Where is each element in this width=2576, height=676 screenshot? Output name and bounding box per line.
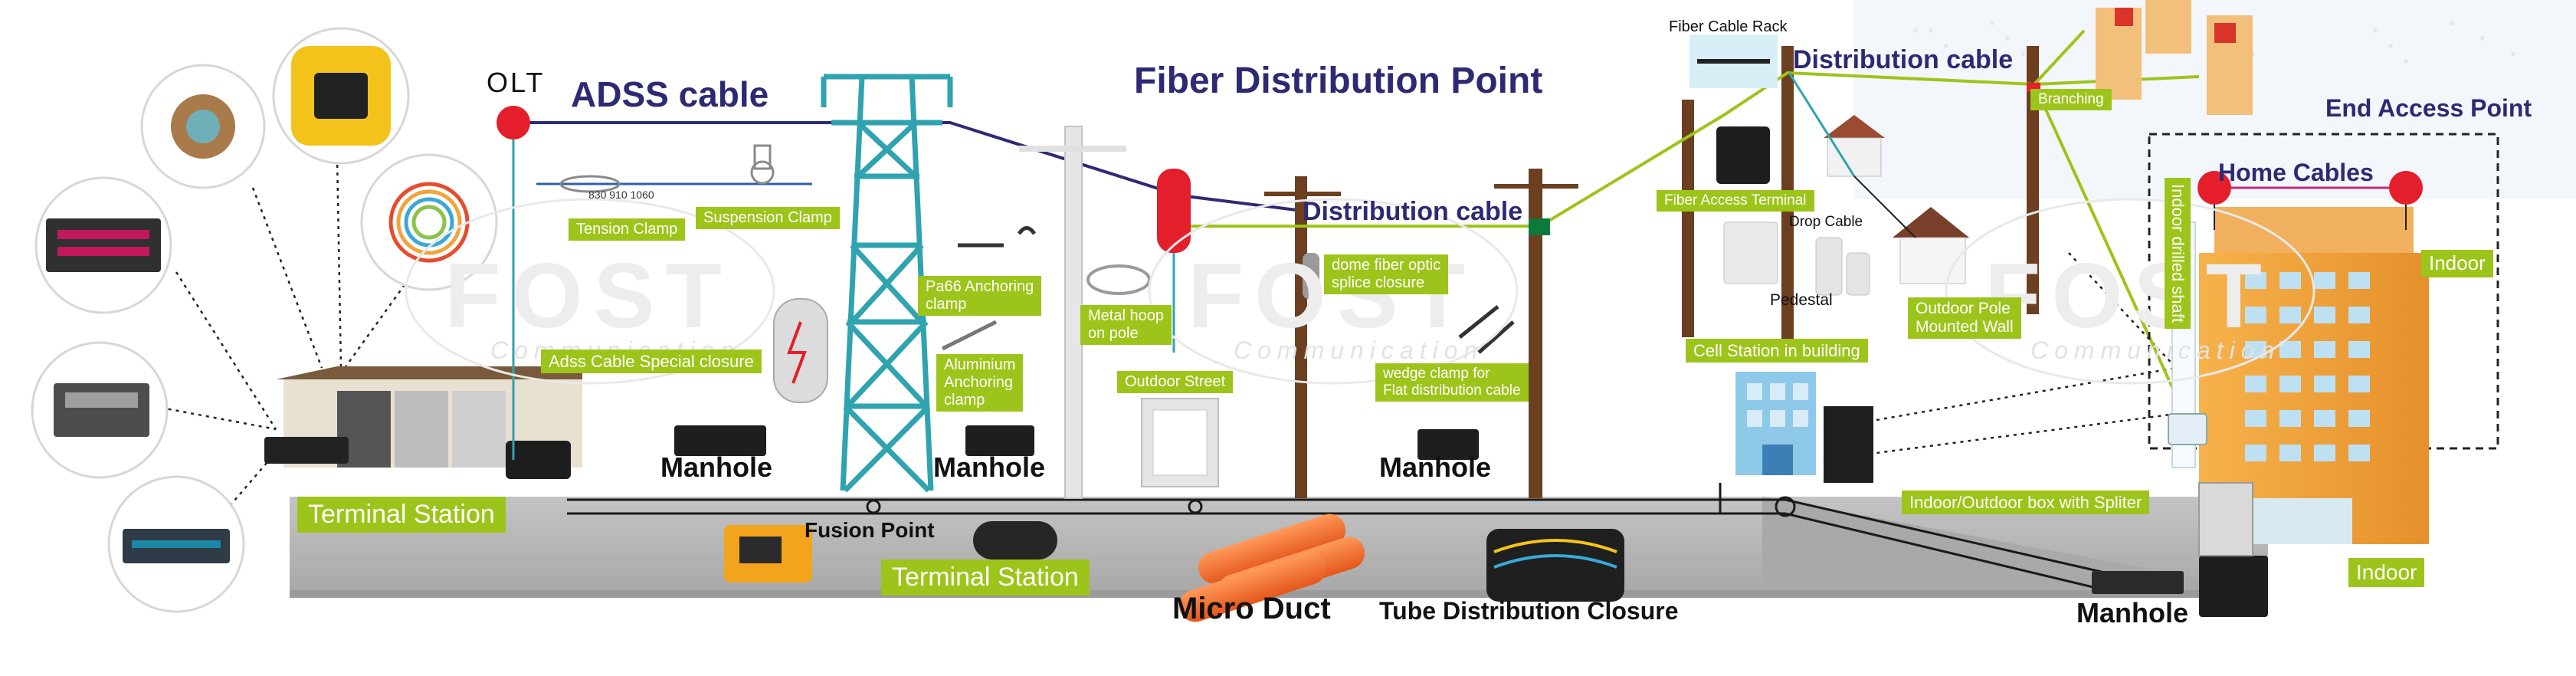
olt-marker [497,106,530,139]
aluminium-line-3: clamp [944,392,985,409]
manhole-1-title: Manhole [660,451,773,483]
drop-cable-label: Drop Cable [1789,214,1863,230]
tube-distribution-closure-title: Tube Distribution Closure [1379,597,1679,625]
wedge-clamp-tag: wedge clamp for Flat distribution cable [1375,363,1529,402]
olt-label: OLT [487,67,546,98]
outdoor-street-tag: Outdoor Street [1117,371,1234,393]
manhole-blocks [674,425,2268,617]
underground-duct [567,483,2116,590]
leader-lines [152,156,2177,507]
terminal-station-tag-2: Terminal Station [881,560,1090,596]
fiber-cable-rack [1689,34,1778,88]
clamp-hardware [536,144,812,193]
outdoor-pole-tag: Outdoor Pole Mounted Wall [1908,297,2021,340]
adss-cable-line [497,106,1303,460]
home-cable-markers [2197,171,2423,230]
metal-hoop-line-1: Metal hoop [1088,307,1164,324]
aluminium-line-2: Anchoring [944,374,1014,391]
pa66-line-2: clamp [926,296,967,313]
terminal-station-building [264,366,582,479]
fdp-red-closure [1157,169,1191,253]
fiber-access-terminal-tag: Fiber Access Terminal [1657,190,1814,212]
fiber-cable-rack-label: Fiber Cable Rack [1669,18,1788,35]
wedge-line-1: wedge clamp for [1383,366,1490,382]
outdoor-pole-line-2: Mounted Wall [1916,318,2014,336]
metal-hoop-line-2: on pole [1088,325,1139,342]
watermark-sub-3: Communication [2030,336,2281,364]
home-cables-title: Home Cables [2218,159,2374,186]
indoor-top-tag: Indoor [2421,250,2493,277]
dome-line-1: dome fiber optic [1332,257,1441,274]
branching-tag: Branching [2030,89,2112,110]
terminal-station-tag-1: Terminal Station [297,497,506,533]
watermark-ovals [405,198,2315,385]
end-access-point-title: End Access Point [2325,94,2532,122]
aluminium-line-1: Aluminium [944,356,1016,373]
tension-clamp-tag: Tension Clamp [569,218,686,241]
cell-station-rack [1824,406,1873,483]
wedge-clamp [1458,305,1515,354]
indoor-bottom-tag: Indoor [2348,558,2425,588]
odf-panel-icon [46,218,161,272]
cell-station-building [1735,372,1873,483]
indoor-outdoor-box-tag: Indoor/Outdoor box with Spliter [1902,491,2150,515]
fusion-splicer [724,525,812,582]
terminal-closure-box [506,441,571,479]
adss-special-closure-tag: Adss Cable Special closure [541,349,762,374]
outdoor-splitter-box [2198,482,2253,556]
transmission-tower [821,74,953,493]
manhole-4-title: Manhole [2076,597,2189,628]
dome-splice-closure-tag: dome fiber optic splice closure [1324,254,1449,294]
outdoor-street-cabinet [1141,398,1219,487]
indoor-drilled-shaft-tag: Indoor drilled shaft [2165,178,2191,329]
aluminium-anchoring-clamp-tag: Aluminium Anchoring clamp [936,354,1024,412]
wedge-line-2: Flat distribution cable [1383,382,1521,399]
watermark-brand-1: FOST [444,244,732,347]
component-circles [31,27,498,613]
micro-duct-bundle [1178,514,1365,622]
cell-station-tag: Cell Station in building [1686,339,1868,363]
distribution-cable-mid-title: Distribution cable [1303,197,1523,226]
tube-distribution-closure [1486,529,1624,602]
pa66-line-1: Pa66 Anchoring [926,278,1034,295]
distribution-cable-lines [1191,29,2200,430]
dome-splice-closure [1303,253,1319,299]
dome-line-2: splice closure [1332,274,1425,291]
patch-cord-circle [360,153,498,291]
house-and-pedestal [1723,72,1969,296]
metal-hoop-tag: Metal hoop on pole [1080,305,1172,345]
clamp-numbers-label: 830 910 1060 [588,189,654,201]
suspension-clamp-tag: Suspension Clamp [696,207,840,229]
outdoor-pole-line-1: Outdoor Pole [1916,300,2011,317]
indoor-fiber-box [2168,413,2207,445]
adss-special-closure [773,298,828,403]
pa66-anchoring-clamp-tag: Pa66 Anchoring clamp [918,276,1042,316]
manhole-3-title: Manhole [1379,451,1492,483]
green-splice-marker [1529,218,1550,235]
manhole-2-title: Manhole [933,451,1046,483]
watermark-sub-2: Communication [1234,336,1484,364]
distribution-cable-top-title: Distribution cable [1793,45,2014,74]
city-buildings [2096,0,2253,115]
watermark-brand-3: FOST [1984,244,2273,347]
terminal-closure-cylinder [973,521,1057,560]
fiber-distribution-point-title: Fiber Distribution Point [1134,61,1543,101]
fiber-access-terminal [1716,126,1770,184]
adss-cable-title: ADSS cable [571,74,769,114]
fusion-point-title: Fusion Point [805,518,935,542]
micro-duct-title: Micro Duct [1172,592,1331,625]
rack-odf-icon [54,383,149,437]
pedestal-label: Pedestal [1770,291,1833,309]
